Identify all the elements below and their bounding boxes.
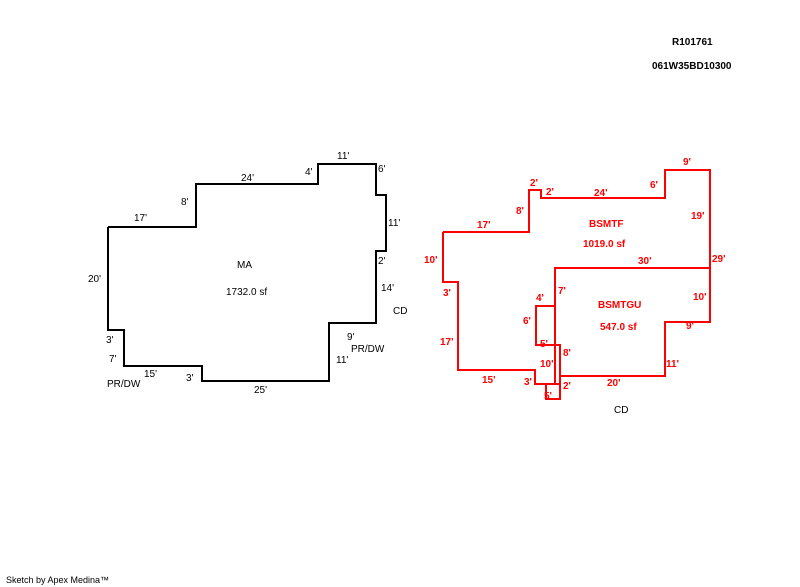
dim-label: 17' [477,220,491,231]
dim-label: 9' [683,157,691,168]
note-cd: CD [614,405,628,416]
dim-label: 2' [378,256,386,267]
dim-label: 15' [482,375,496,386]
dim-label: 6' [650,180,658,191]
dim-label: 6' [523,316,531,327]
basement-finished-name: BSMTF [589,219,623,230]
dim-label: 9' [686,321,694,332]
dim-label: 10' [540,359,554,370]
dim-label: 25' [254,385,267,396]
basement-garage-sqft: 547.0 sf [600,322,637,333]
basement-garage-name: BSMTGU [598,300,641,311]
dim-label: 10' [424,255,438,266]
dim-label: 9' [347,332,355,343]
dim-label: 7' [109,354,117,365]
note-pr-dw: PR/DW [107,379,141,390]
dim-label: 3' [443,288,451,299]
dim-label: 3' [106,335,114,346]
main-area-name: MA [237,260,252,271]
dim-label: 15' [144,369,157,380]
dim-label: 11' [388,218,400,229]
dim-label: 7' [558,286,566,297]
dim-label: 11' [666,359,679,370]
note-cd: CD [393,306,407,317]
dim-label: 8' [516,206,524,217]
main-area-outline [107,163,387,382]
sketch-credit: Sketch by Apex Medina™ [6,575,109,585]
dim-label: 11' [337,151,349,162]
dim-label: 17' [440,337,454,348]
dim-label: 8' [181,197,189,208]
dim-label: 24' [594,188,608,199]
dim-label: 14' [381,283,394,294]
dim-label: 11' [336,355,348,366]
dim-label: 3' [186,373,194,384]
basement-finished-outline [442,169,711,385]
dim-label: 19' [691,211,705,222]
note-pr-dw: PR/DW [351,344,385,355]
main-area-sqft: 1732.0 sf [226,287,267,298]
dim-label: 2' [530,178,538,189]
dim-label: 20' [88,274,101,285]
dim-label: 29' [712,254,726,265]
dim-label: 6' [378,164,386,175]
dim-label: 2' [546,187,554,198]
dim-label: 5' [540,339,548,350]
dim-label: 10' [693,292,707,303]
dim-label: 17' [134,213,147,224]
map-number: 061W35BD10300 [652,61,732,72]
account-number: R101761 [672,37,713,48]
dim-label: 3' [524,377,532,388]
basement-finished-sqft: 1019.0 sf [583,239,626,250]
dim-label: 5' [544,391,552,402]
dim-label: 8' [563,348,571,359]
dim-label: 20' [607,378,621,389]
dim-label: 24' [241,173,254,184]
dim-label: 2' [563,381,571,392]
dim-label: 30' [638,256,652,267]
basement-garage-outline [535,267,711,400]
dim-label: 4' [305,167,313,178]
dim-label: 4' [536,293,544,304]
